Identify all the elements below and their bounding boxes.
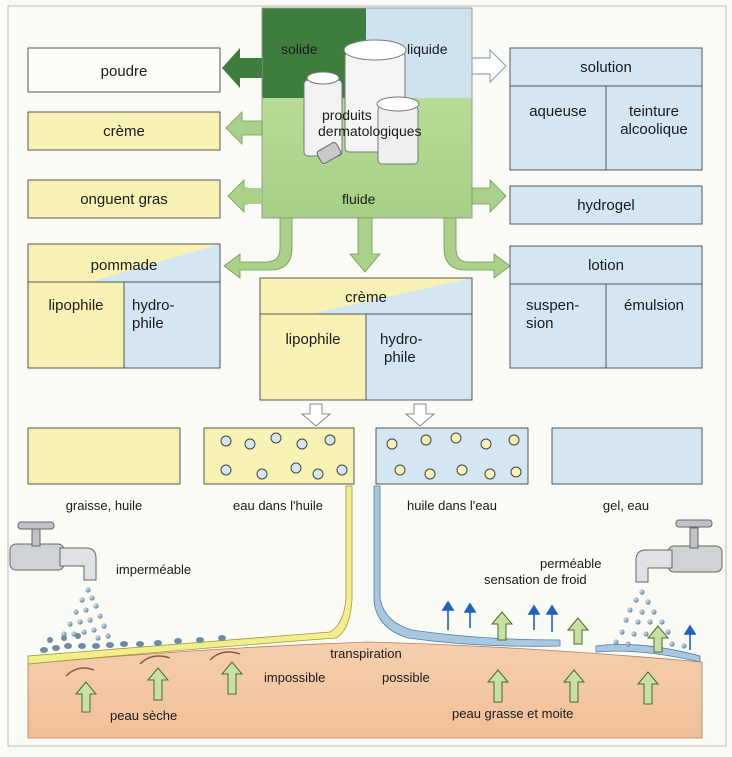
center-cream-lipophile: lipophile (285, 331, 340, 348)
left-faucet-icon (9, 521, 97, 581)
impermeable-label: imperméable (116, 562, 191, 577)
lotion-title: lotion (588, 257, 624, 274)
solution-title: solution (580, 59, 632, 76)
arrow-cream (225, 111, 263, 145)
arrow-ointment (227, 179, 249, 213)
arrow-pommade (223, 217, 293, 279)
fat-label: graisse, huile (66, 498, 143, 513)
arrow-lotion (443, 217, 511, 279)
gel-label: gel, eau (603, 498, 649, 513)
water-in-oil-label: eau dans l'huile (233, 498, 323, 513)
center-cream-hydro-2: phile (384, 349, 416, 366)
left-droplets (40, 633, 226, 653)
pommade-title: pommade (91, 257, 158, 274)
tincture-2: alcoolique (620, 121, 688, 138)
left-boxes: poudre crème onguent gras (27, 47, 221, 219)
center-cream-hydro-1: hydro- (380, 331, 423, 348)
evaporation-arrows (441, 600, 697, 650)
transpiration-arrows-right (486, 611, 670, 705)
tincture-1: teinture (629, 103, 679, 120)
solution-title-box (509, 47, 703, 87)
water-droplets (220, 432, 348, 480)
skin-section: imperméable perméable sensation de froid… (9, 485, 723, 739)
arrow-o-in-w (404, 403, 436, 427)
oil-in-water-label: huile dans l'eau (407, 498, 497, 513)
dry-skin-label: peau sèche (110, 708, 177, 723)
oily-skin-label: peau grasse et moite (452, 706, 573, 721)
skin-surface (27, 641, 703, 739)
lotion-box: lotion suspen- sion émulsion (509, 245, 703, 369)
products-label-1: produits (322, 107, 372, 123)
arrows (222, 48, 511, 427)
cream-label: crème (103, 123, 145, 140)
ointment-label: onguent gras (80, 191, 168, 208)
possible-label: possible (382, 670, 430, 685)
left-water-spray (61, 587, 111, 641)
right-boxes: solution aqueuse teinture alcoolique hyd… (509, 47, 703, 225)
frame (7, 5, 727, 747)
oil-droplets (386, 432, 522, 480)
arrow-center-cream (349, 217, 381, 273)
cold-label: sensation de froid (484, 572, 587, 587)
pommade-hydro-2: phile (132, 315, 164, 332)
emulsion-label: émulsion (624, 297, 684, 314)
solid-label: solide (281, 41, 318, 57)
pommade-hydro-1: hydro- (132, 297, 175, 314)
sample-gel (551, 427, 703, 485)
right-water-spray (613, 589, 687, 649)
permeable-label: perméable (540, 556, 601, 571)
aqueous-label: aqueuse (529, 103, 587, 120)
center-cream-title: crème (345, 289, 387, 306)
cream-box (27, 111, 221, 151)
products-label-2: dermatologiques (318, 123, 422, 139)
powder-box (27, 47, 221, 93)
ointment-box (27, 179, 221, 219)
sample-boxes: graisse, huile eau dans l'huile huile da… (27, 427, 703, 513)
central-product-block: solide liquide produits dermatologiques … (261, 7, 473, 219)
center-cream-box: crème lipophile hydro- phile (259, 277, 473, 401)
powder-label: poudre (101, 63, 148, 80)
arrow-w-in-o (300, 403, 332, 427)
blocked-marks (65, 651, 241, 677)
hydrogel-label: hydrogel (577, 197, 635, 214)
right-faucet-icon (635, 519, 723, 583)
suspension-1: suspen- (526, 297, 579, 314)
jars-illustration (303, 39, 420, 165)
pommade-box: pommade lipophile hydro- phile (27, 243, 221, 369)
water-film (373, 485, 561, 647)
hydrogel-box (509, 185, 703, 225)
liquid-label: liquide (407, 41, 448, 57)
impossible-label: impossible (264, 670, 325, 685)
suspension-2: sion (526, 315, 554, 332)
arrow-powder (222, 48, 262, 88)
arrow-solution (471, 48, 507, 84)
arrow-hydrogel (471, 179, 507, 213)
oil-film (27, 485, 353, 665)
fluid-label: fluide (342, 191, 376, 207)
transpiration-label: transpiration (330, 646, 402, 661)
transpiration-arrows-left (74, 661, 244, 713)
sample-fat (27, 427, 181, 485)
pommade-lipophile: lipophile (48, 297, 103, 314)
